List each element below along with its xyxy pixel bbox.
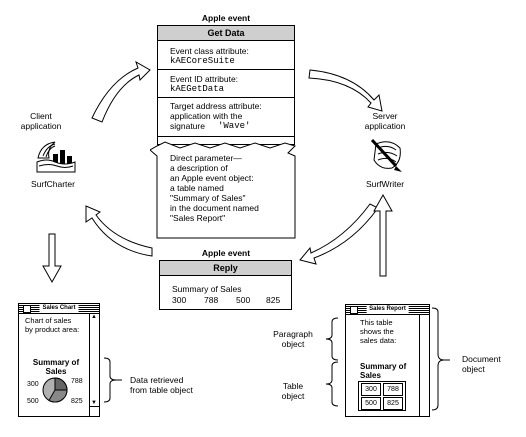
sales-pie-chart xyxy=(42,377,68,403)
scrollbar[interactable] xyxy=(419,314,429,416)
table-object-label: Table xyxy=(282,381,304,391)
class-attr-label: Event class attribute: xyxy=(170,46,249,56)
sales-chart-window[interactable]: Sales Chart ▲ ▼ Chart of sales by produc… xyxy=(18,303,100,417)
reply-event-box: Reply Summary of Sales 300 788 500 825 xyxy=(159,260,292,310)
pie-label: 500 xyxy=(27,398,39,405)
id-attr-value: kAEGetData xyxy=(170,84,225,94)
surf-writer-icon xyxy=(370,138,402,172)
chart-summary-line: Sales xyxy=(45,367,67,376)
client-app-name: SurfCharter xyxy=(31,179,75,189)
scroll-up-icon[interactable]: ▲ xyxy=(91,314,97,320)
window-title: Sales Chart xyxy=(39,304,79,313)
server-role-line: application xyxy=(364,121,406,131)
get-data-event-box: Get Data Event class attribute: kAECoreS… xyxy=(157,25,295,145)
arrow-event-to-server xyxy=(308,69,383,112)
arrow-down-to-chart xyxy=(42,233,62,284)
reply-body-title: Summary of Sales xyxy=(172,284,242,294)
paragraph-line: This table xyxy=(360,318,393,327)
report-summary-line: Sales xyxy=(360,371,381,380)
direct-line: a description of xyxy=(170,163,228,173)
chart-caption-line: Data retrieved xyxy=(130,375,184,385)
table-cell: 788 xyxy=(383,383,403,396)
direct-line: a table named xyxy=(170,183,224,193)
table-cell: 825 xyxy=(383,397,403,410)
table-object-label: object xyxy=(281,391,305,401)
direct-line: in the document named xyxy=(170,203,259,213)
direct-parameter-torn-box xyxy=(150,141,296,239)
pie-label: 300 xyxy=(27,381,39,388)
apple-event-caption-top: Apple event xyxy=(201,13,251,23)
direct-line: "Sales Report" xyxy=(170,213,226,223)
scrollbar[interactable]: ▲ ▼ xyxy=(89,313,99,416)
chart-summary-line: Summary of xyxy=(32,358,80,367)
direct-line: "Summary of Sales" xyxy=(170,193,246,203)
reply-value: 500 xyxy=(236,295,251,305)
arrow-up-to-server xyxy=(373,193,393,277)
direct-line: an Apple event object: xyxy=(170,173,254,183)
grow-box-icon[interactable] xyxy=(90,406,99,416)
paragraph-object-label: object xyxy=(281,339,305,349)
get-data-header: Get Data xyxy=(158,26,294,41)
paragraph-object-label: Paragraph xyxy=(273,329,313,339)
table-cell: 300 xyxy=(361,383,381,396)
arrow-server-to-reply xyxy=(299,203,379,265)
target-signature: 'Wave' xyxy=(218,121,251,131)
arrow-reply-to-client xyxy=(85,205,153,257)
apple-event-caption-bottom: Apple event xyxy=(201,248,251,258)
document-object-label: Document xyxy=(462,354,501,364)
document-object-label: object xyxy=(462,364,485,374)
server-role-line: Server xyxy=(372,111,398,121)
reply-header: Reply xyxy=(160,261,291,276)
client-role-line: application xyxy=(20,121,62,131)
paragraph-line: shows the xyxy=(360,327,394,336)
direct-line: Direct parameter— xyxy=(170,153,242,163)
paragraph-line: sales data: xyxy=(360,336,397,345)
class-attr-value: kAECoreSuite xyxy=(170,56,235,66)
server-app-name: SurfWriter xyxy=(365,179,405,189)
sales-report-window[interactable]: Sales Report This table shows the sales … xyxy=(345,304,430,417)
pie-label: 788 xyxy=(71,378,83,385)
target-line: Target address attribute: xyxy=(170,101,262,111)
divider xyxy=(158,69,294,70)
chart-intro-line: Chart of sales xyxy=(25,316,72,325)
window-title: Sales Report xyxy=(366,305,409,314)
target-line: signature xyxy=(170,121,205,131)
client-role-line: Client xyxy=(30,111,52,121)
scroll-down-icon[interactable]: ▼ xyxy=(91,400,97,406)
divider xyxy=(158,136,294,137)
report-summary-line: Summary of xyxy=(360,362,407,371)
close-box-icon[interactable] xyxy=(23,305,31,313)
pie-label: 825 xyxy=(71,398,83,405)
target-line: application with the xyxy=(170,111,243,121)
close-box-icon[interactable] xyxy=(350,306,358,314)
reply-value: 825 xyxy=(266,295,281,305)
chart-intro-line: by product area: xyxy=(25,325,80,334)
arrow-client-to-event xyxy=(91,60,151,123)
divider xyxy=(158,97,294,98)
sales-table: 300 788 500 825 xyxy=(358,381,406,411)
id-attr-label: Event ID attribute: xyxy=(170,74,239,84)
reply-value: 300 xyxy=(172,295,187,305)
table-cell: 500 xyxy=(361,397,381,410)
reply-value: 788 xyxy=(204,295,219,305)
chart-caption-line: from table object xyxy=(130,385,193,395)
surf-charter-icon xyxy=(36,141,76,173)
